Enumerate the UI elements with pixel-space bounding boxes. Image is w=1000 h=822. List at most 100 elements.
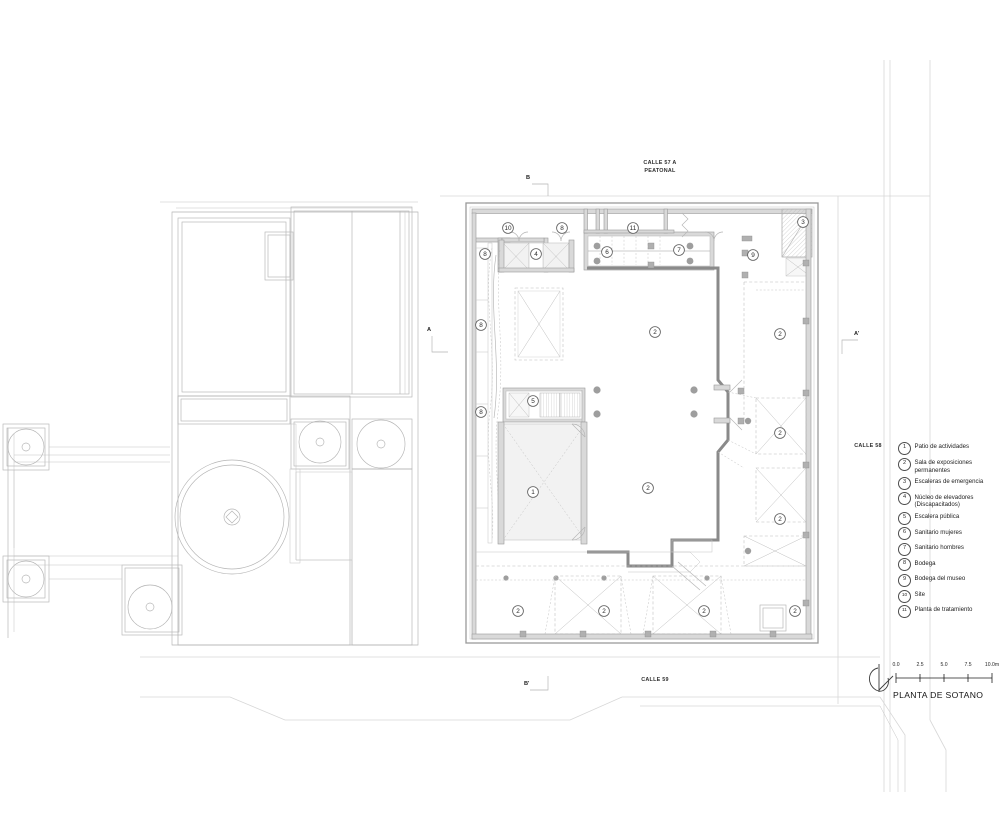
callout-bubble: [598, 605, 610, 617]
plan-callout-8: 8: [475, 319, 487, 331]
callout-bubble: [527, 486, 539, 498]
legend-item-label: Planta de tratamiento: [914, 606, 973, 614]
legend-number-badge: 7: [898, 542, 911, 556]
callout-bubble: [556, 222, 568, 234]
legend-number-badge: 1: [898, 442, 911, 455]
plan-callout-6: 6: [601, 246, 613, 258]
plan-callout-8: 8: [556, 222, 568, 234]
callout-bubble: [627, 222, 639, 234]
plan-callout-8: 8: [475, 406, 487, 418]
callout-bubble: [642, 482, 654, 494]
plan-callout-2: 2: [598, 605, 610, 617]
floor-columns: [503, 386, 752, 581]
existing-building-left: [2, 206, 419, 646]
plan-callout-4: 4: [530, 248, 542, 260]
legend-number-badge: 9: [898, 573, 911, 587]
legend-number-badge: 8: [898, 558, 911, 572]
plan-callout-2: 2: [698, 605, 710, 617]
scale-tick-1: 2.5: [916, 662, 924, 668]
callout-bubble: [774, 427, 786, 439]
callout-bubble: [512, 605, 524, 617]
legend-item-label: Bodega del museo: [914, 575, 966, 583]
legend-number-badge: 2: [898, 457, 911, 471]
callout-bubble: [479, 248, 491, 260]
callout-number: 1: [531, 489, 535, 496]
section-marker-b-prime: B': [524, 681, 530, 687]
callout-bubble: [601, 246, 613, 258]
callout-number: 8: [479, 409, 483, 416]
callout-bubble: [673, 244, 685, 256]
callout-number: 5: [531, 398, 535, 405]
callout-number: 2: [602, 608, 606, 615]
callout-number: 6: [605, 249, 609, 256]
plan-callout-2: 2: [649, 326, 661, 338]
legend-number-badge: 3: [898, 476, 911, 490]
callout-bubble: [475, 319, 487, 331]
callout-bubble: [789, 605, 801, 617]
legend-item-label: Escalera pública: [914, 512, 960, 520]
site-context-lines: [140, 60, 947, 792]
south-structural-bays: [476, 551, 806, 635]
scale-bar-graphic: [895, 673, 993, 683]
scale-tick-4: 10.0m: [984, 662, 1000, 668]
callout-number: 8: [483, 251, 487, 258]
plan-callout-3: 3: [797, 216, 809, 228]
legend-item-label: Sanitario mujeres: [914, 528, 962, 536]
north-arrow-icon: [869, 664, 894, 692]
legend-item-label: Patio de actividades: [914, 443, 970, 451]
plan-callout-2: 2: [774, 427, 786, 439]
callout-bubble: [475, 406, 487, 418]
plan-callout-8: 8: [479, 248, 491, 260]
callout-number: 8: [479, 322, 483, 329]
legend-item-label: Sanitario hombres: [914, 544, 964, 552]
plan-callout-1: 1: [527, 486, 539, 498]
callout-bubble: [649, 326, 661, 338]
patio-actividades: [497, 421, 588, 545]
callout-number: 2: [702, 608, 706, 615]
plan-callout-9: 9: [747, 249, 759, 261]
sw-angled-element: [628, 539, 713, 591]
callout-number: 8: [560, 225, 564, 232]
callout-bubble: [774, 513, 786, 525]
ne-structural-bays: [717, 281, 807, 567]
callout-bubble: [747, 249, 759, 261]
callout-number: 2: [778, 331, 782, 338]
section-marker-a-prime: A': [854, 331, 860, 337]
callout-number: 3: [801, 219, 805, 226]
plan-callout-10: 10: [502, 222, 514, 234]
callout-bubble: [502, 222, 514, 234]
plan-title: PLANTA DE SOTANO: [893, 690, 984, 700]
plan-callout-2: 2: [642, 482, 654, 494]
scale-tick-2: 5.0: [940, 662, 948, 668]
callout-number: 2: [793, 608, 797, 615]
callout-number: 7: [677, 247, 681, 254]
street-label-calle-57a: CALLE 57 A PEATONAL: [643, 160, 677, 174]
callout-bubble: [698, 605, 710, 617]
callout-number: 9: [751, 252, 755, 259]
public-stair: [502, 387, 586, 424]
street-label-calle-58: CALLE 58: [854, 443, 882, 449]
plan-callout-2: 2: [789, 605, 801, 617]
callout-number: 4: [534, 251, 538, 258]
east-openings: [713, 379, 743, 431]
plan-callout-2: 2: [512, 605, 524, 617]
callout-number: 10: [504, 225, 512, 232]
plan-callout-2: 2: [774, 328, 786, 340]
plan-callout-2: 2: [774, 513, 786, 525]
callout-number: 2: [778, 430, 782, 437]
legend-item-label: Núcleo de elevadores (Discapacitados): [914, 493, 974, 509]
street-label-calle-59: CALLE 59: [641, 677, 669, 683]
